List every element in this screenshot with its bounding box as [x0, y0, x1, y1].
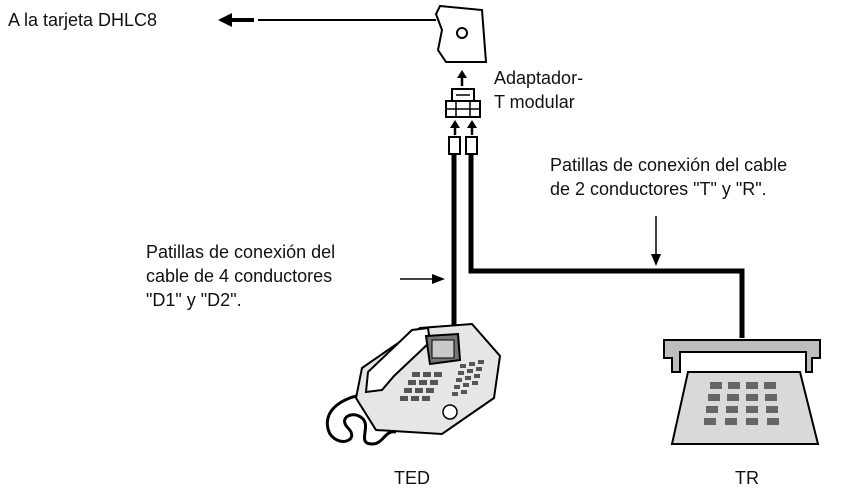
wall-jack-icon: [434, 4, 488, 63]
to-card-label: A la tarjeta DHLC8: [8, 10, 158, 30]
two-wire-cable: [468, 154, 745, 338]
two-wire-note-arrow: [651, 216, 661, 266]
single-line-phone-icon: [663, 339, 821, 445]
digital-proprietary-phone-icon: [325, 322, 502, 446]
cable-to-adapter-arrows: [450, 120, 477, 135]
adapter-label-line1: Adaptador-: [494, 68, 584, 88]
tr-label: TR: [735, 468, 759, 488]
card-connection-wire: [218, 13, 436, 27]
adapter-label-line2: T modular: [494, 92, 575, 112]
ted-label: TED: [394, 468, 430, 488]
two-wire-note: Patillas de conexión del cable de 2 cond…: [550, 155, 788, 199]
four-wire-note-arrow: [400, 274, 445, 284]
plug-to-jack-arrow: [457, 70, 467, 86]
modular-plug-icon: [445, 88, 481, 118]
cable-plugs: [448, 136, 478, 155]
four-wire-note: Patillas de conexión del cable de 4 cond…: [146, 242, 336, 310]
